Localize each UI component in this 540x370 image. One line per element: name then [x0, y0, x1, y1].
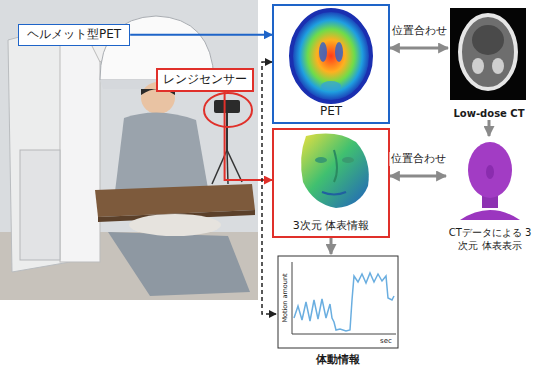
- axis-label: sec: [380, 337, 392, 345]
- surface-face-image: [301, 134, 369, 208]
- image-panel: 3次元 体表情報: [272, 128, 390, 238]
- graph-panel: 体動情報: [276, 254, 400, 367]
- label-box: レンジセンサー: [156, 68, 254, 92]
- connector: [488, 120, 491, 136]
- connector: [225, 92, 272, 180]
- connector: [330, 238, 333, 254]
- motion-chart: [278, 256, 398, 348]
- node-text: レンジセンサー: [163, 72, 247, 88]
- edge-label: 位置合わせ: [390, 152, 447, 166]
- connector: [390, 47, 448, 50]
- photo: [0, 0, 258, 300]
- node-text: ヘルメット型PET: [27, 27, 121, 43]
- image-panel: PET: [272, 4, 390, 124]
- edge-label: 位置合わせ: [391, 24, 448, 38]
- head-panel: CTデータによる 3次元 体表表示: [446, 136, 534, 252]
- node-text: Low-dose CT: [453, 108, 524, 121]
- ct-panel: Low-dose CT: [448, 6, 530, 120]
- node-text: CTデータによる 3次元 体表表示: [446, 227, 534, 252]
- node-text: 体動情報: [316, 353, 360, 367]
- head-surface-image: [460, 142, 520, 220]
- node-text: 3次元 体表情報: [293, 219, 370, 233]
- axis-label: Motion amount: [281, 273, 289, 322]
- node-text: PET: [320, 104, 342, 119]
- connector: [390, 175, 446, 178]
- ct-image: [450, 8, 526, 100]
- label-box: ヘルメット型PET: [18, 24, 130, 46]
- connector: [130, 34, 272, 36]
- pet-brain-image: [291, 10, 371, 102]
